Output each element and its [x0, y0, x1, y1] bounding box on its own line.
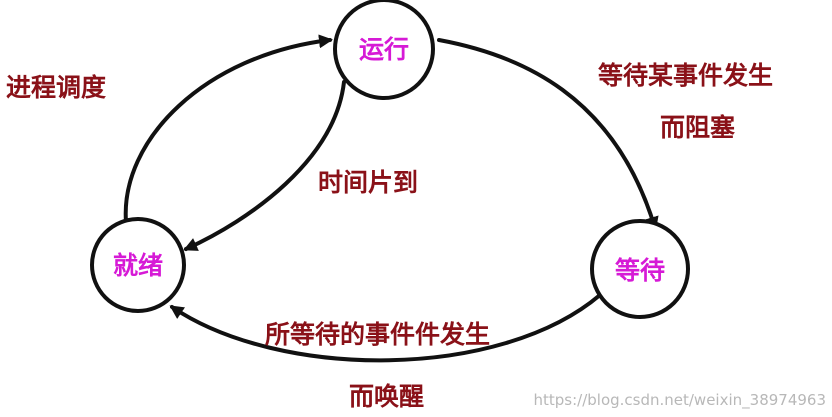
label-wait-event-line2: 而阻塞	[660, 113, 735, 142]
state-ready-label: 就绪	[113, 251, 163, 280]
watermark-text: https://blog.csdn.net/weixin_38974963	[533, 391, 826, 410]
edge-running-to-ready	[183, 80, 346, 251]
edge-ready-to-running	[123, 34, 333, 224]
label-wakeup-line1: 所等待的事件件发生	[265, 320, 490, 349]
edge-running-to-waiting	[437, 38, 659, 231]
state-waiting-label: 等待	[615, 256, 665, 285]
label-wakeup-line2: 而唤醒	[349, 382, 424, 411]
label-wait-event-line1: 等待某事件发生	[598, 61, 773, 90]
edge-waiting-to-ready	[169, 293, 602, 363]
state-ready: 就绪	[90, 217, 186, 313]
state-running-label: 运行	[359, 35, 409, 64]
state-running: 运行	[333, 0, 435, 100]
state-waiting: 等待	[590, 219, 690, 319]
label-time-slice: 时间片到	[318, 168, 418, 197]
label-process-scheduling: 进程调度	[6, 73, 106, 102]
